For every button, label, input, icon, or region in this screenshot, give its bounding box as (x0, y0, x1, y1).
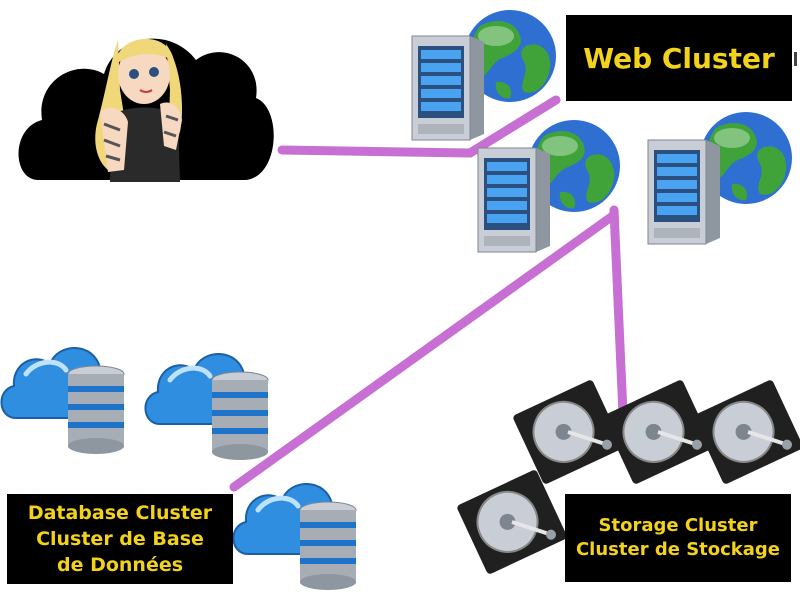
hard-drive-icon-3 (690, 376, 800, 488)
edge-marker (794, 52, 797, 66)
client-to-web-connector (277, 145, 475, 158)
web-server-3 (647, 112, 792, 245)
database-cluster-label-line-3: de Données (56, 554, 184, 576)
storage-cluster-label-line-2: Cluster de Stockage (575, 539, 781, 560)
database-node-3 (233, 484, 356, 590)
storage-cluster-label-line-1: Storage Cluster (598, 515, 758, 536)
client-cloud-icon (18, 38, 274, 182)
storage-cluster-label: Storage Cluster Cluster de Stockage (565, 494, 791, 582)
database-node-1 (1, 348, 124, 454)
server-icon (411, 35, 485, 141)
hard-drive-icon-1 (510, 376, 626, 488)
server-icon (477, 147, 551, 253)
database-cluster-label-line-1: Database Cluster (27, 502, 213, 524)
server-icon (647, 139, 721, 245)
web-server-1 (411, 10, 556, 141)
web-cluster-label-text: Web Cluster (583, 41, 775, 75)
avatar-icon (95, 38, 183, 182)
web-cluster-label: Web Cluster (566, 15, 792, 101)
database-cluster-label-line-2: Cluster de Base (36, 528, 204, 550)
web-to-database-connector (229, 210, 619, 492)
database-node-2 (145, 354, 268, 460)
web-label-connector (465, 95, 561, 158)
database-cluster-label: Database Cluster Cluster de Base de Donn… (7, 494, 233, 584)
hard-drive-icon-4 (454, 466, 570, 578)
web-to-storage-connector (609, 205, 628, 419)
connectors (229, 95, 628, 492)
